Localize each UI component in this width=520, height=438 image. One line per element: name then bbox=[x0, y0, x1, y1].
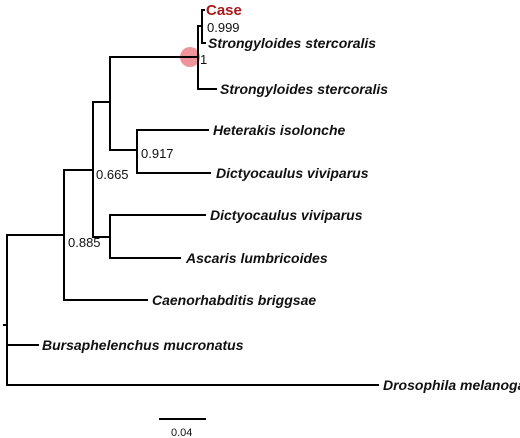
taxon-label-bursaphelenchus: Bursaphelenchus mucronatus bbox=[42, 337, 244, 353]
support-value-0999: 0.999 bbox=[207, 20, 240, 35]
support-value-0665: 0.665 bbox=[96, 167, 129, 182]
taxon-label-heterakis: Heterakis isolonche bbox=[213, 122, 345, 138]
support-value-1: 1 bbox=[200, 52, 207, 67]
taxon-label-ascaris: Ascaris lumbricoides bbox=[185, 250, 328, 266]
taxon-label-drosophila: Drosophila melanogaster bbox=[383, 377, 520, 393]
taxon-label-dictyocaulus-1: Dictyocaulus viviparus bbox=[216, 165, 369, 181]
taxon-label-strongyloides-1: Strongyloides stercoralis bbox=[208, 35, 376, 51]
taxon-label-case: Case bbox=[206, 2, 242, 19]
support-value-0917: 0.917 bbox=[141, 146, 174, 161]
support-value-0885: 0.885 bbox=[68, 235, 101, 250]
taxon-label-dictyocaulus-2: Dictyocaulus viviparus bbox=[210, 207, 363, 223]
taxon-label-strongyloides-2: Strongyloides stercoralis bbox=[220, 81, 388, 97]
taxon-label-caenorhabditis: Caenorhabditis briggsae bbox=[152, 292, 316, 308]
tree-branches bbox=[3, 9, 379, 386]
scale-bar-label: 0.04 bbox=[171, 427, 192, 438]
scale-bar: 0.04 bbox=[159, 418, 206, 438]
